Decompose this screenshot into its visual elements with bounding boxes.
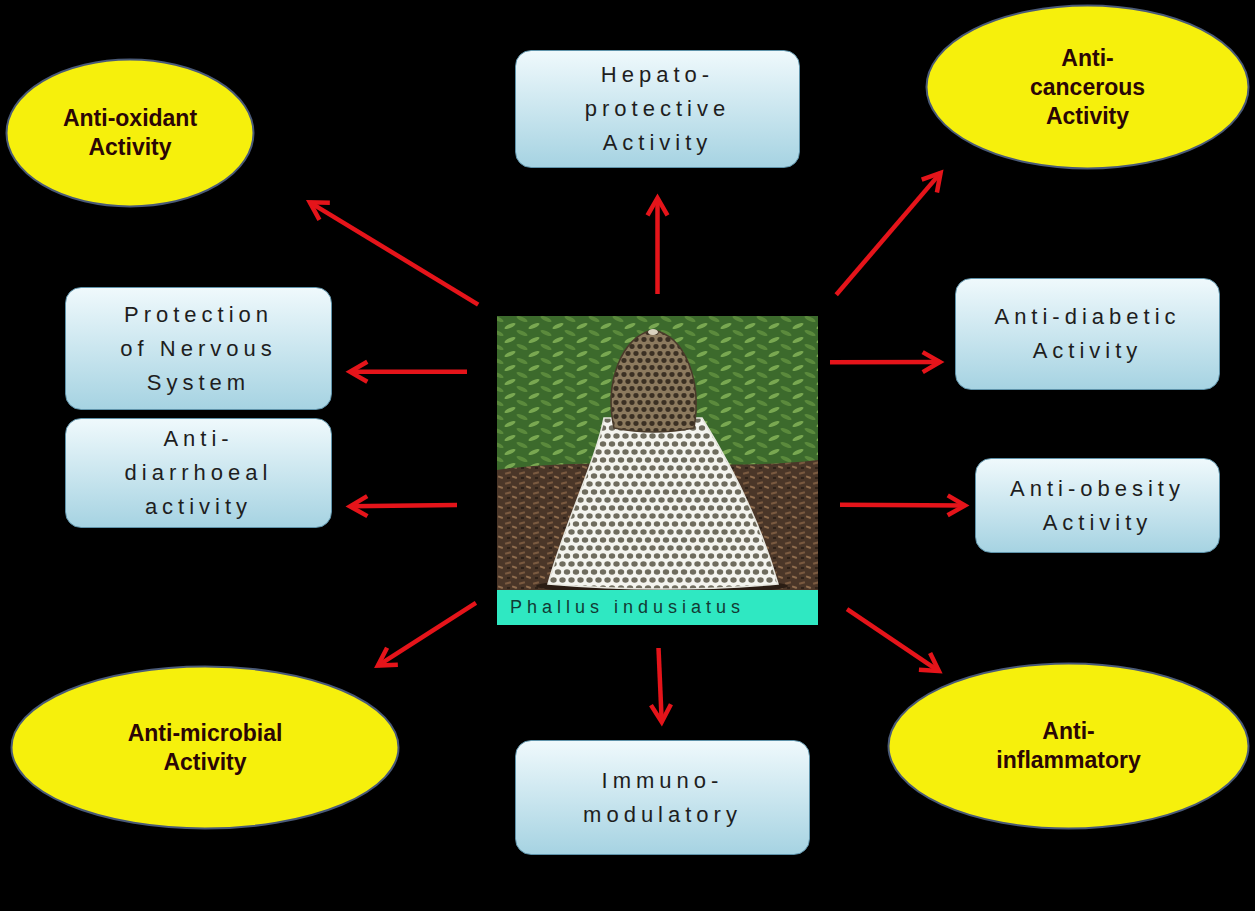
activity-label: Anti-obesity Activity [1009, 472, 1187, 540]
mushroom-cap [611, 330, 696, 432]
arrow-head [648, 198, 668, 215]
activity-label: Protection of Nervous System [119, 298, 279, 400]
cap-tip [648, 329, 658, 335]
activity-box: Hepato- protective Activity [515, 50, 800, 168]
arrow-shaft [840, 502, 965, 507]
arrow-connector [651, 648, 671, 722]
lace-skirt [548, 418, 778, 589]
arrow-shaft [830, 360, 940, 365]
arrow-head [310, 202, 330, 220]
arrow-shaft [350, 369, 467, 374]
arrow-connector [350, 362, 467, 382]
arrow-connector [836, 173, 940, 295]
activity-box: Immuno- modulatory [515, 740, 810, 855]
activity-label: Anti-oxidant Activity [61, 104, 199, 162]
ellipse-outline [5, 58, 255, 208]
arrow-shaft [836, 173, 940, 295]
arrow-head [350, 362, 367, 382]
arrow-head [350, 496, 367, 516]
species-label-bar: Phallus indusiatus [497, 316, 818, 625]
arrow-head [948, 495, 965, 515]
activity-ellipse: Anti- inflammatory [887, 662, 1250, 830]
activity-ellipse: Anti- cancerous Activity [925, 4, 1250, 170]
arrow-head [378, 648, 398, 666]
ellipse-shape [927, 6, 1249, 169]
activity-label: Immuno- modulatory [583, 764, 743, 832]
activity-label: Anti- cancerous Activity [1030, 44, 1146, 131]
activity-box: Anti-obesity Activity [975, 458, 1220, 553]
activity-label: Anti- diarrhoeal activity [124, 422, 274, 524]
arrow-connector [648, 198, 668, 294]
arrow-connector [350, 496, 457, 516]
arrow-shaft [350, 505, 457, 506]
arrow-shaft [655, 198, 660, 294]
arrow-shaft [847, 609, 939, 671]
arrow-shaft [310, 202, 478, 304]
activity-label: Anti- inflammatory [996, 717, 1142, 775]
species-name: Phallus indusiatus [497, 590, 818, 625]
arrow-head [923, 352, 940, 372]
activity-label: Anti-microbial Activity [126, 719, 284, 777]
arrow-shaft [658, 648, 661, 722]
arrow-head [919, 653, 939, 671]
activity-ellipse: Anti-microbial Activity [10, 665, 400, 830]
ellipse-shape [889, 664, 1249, 829]
ellipse-shape [7, 60, 254, 207]
ellipse-outline [10, 665, 400, 830]
activity-label: Anti-diabetic Activity [993, 300, 1183, 368]
photo [497, 316, 818, 590]
arrow-head [651, 704, 671, 722]
arrow-head [922, 173, 941, 193]
activity-box: Protection of Nervous System [65, 287, 332, 410]
activity-box: Anti-diabetic Activity [955, 278, 1220, 390]
arrow-connector [830, 352, 940, 372]
ellipse-shape [12, 667, 399, 829]
activity-ellipse: Anti-oxidant Activity [5, 58, 255, 208]
arrow-shaft [378, 603, 476, 666]
ellipse-outline [887, 662, 1250, 830]
activity-box: Anti- diarrhoeal activity [65, 418, 332, 528]
arrow-connector [847, 609, 939, 671]
activity-label: Hepato- protective Activity [585, 58, 731, 160]
arrow-connector [310, 202, 478, 304]
arrow-connector [378, 603, 476, 666]
arrow-connector [840, 495, 965, 515]
